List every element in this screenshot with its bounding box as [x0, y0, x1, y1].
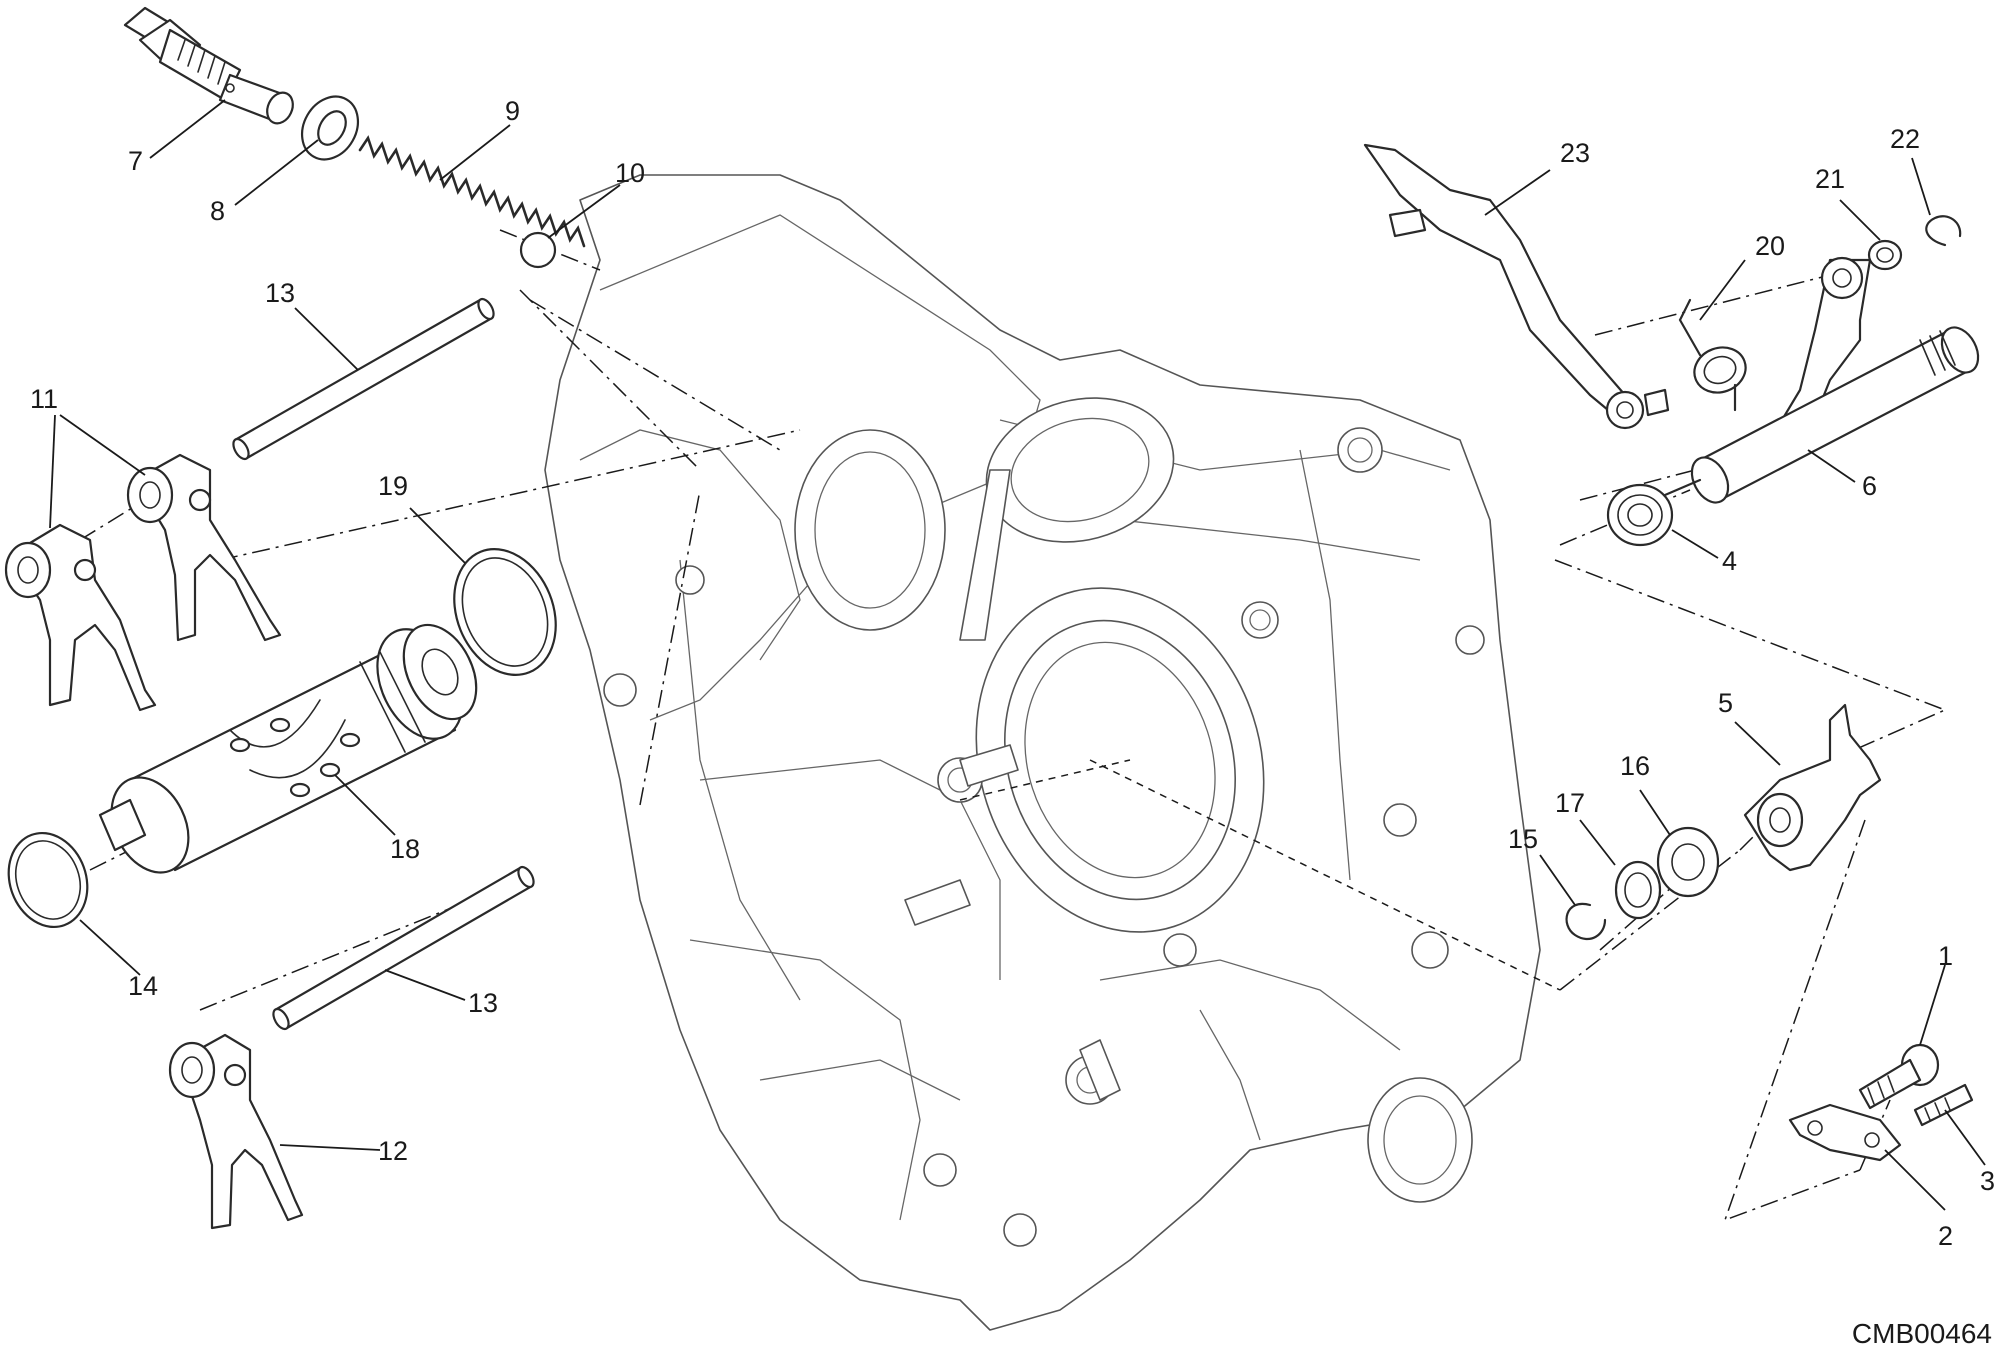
part-1-screw [1858, 1043, 1940, 1110]
callout-2: 2 [1938, 1221, 1953, 1251]
part-2-plate [1788, 1103, 1902, 1162]
callout-16: 16 [1620, 751, 1650, 781]
part-16-bearing [1656, 826, 1720, 898]
part-15-circlip [1565, 902, 1607, 941]
part-6-shift-shaft [1690, 256, 1980, 504]
callout-21: 21 [1815, 164, 1845, 194]
drawing-code: CMB00464 [1851, 1318, 1992, 1349]
leader-lines [49, 99, 1986, 1211]
part-12-fork [168, 1033, 304, 1230]
callout-13-upper: 13 [265, 278, 295, 308]
callout-19: 19 [378, 471, 408, 501]
part-11-fork-right [126, 453, 282, 642]
part-4-return-spring [1606, 478, 1702, 547]
callout-7: 7 [128, 146, 143, 176]
callout-6: 6 [1862, 471, 1877, 501]
part-8-washer [300, 95, 360, 161]
callout-1: 1 [1938, 941, 1953, 971]
part-13-rod-upper [232, 297, 495, 461]
part-19-o-ring [453, 548, 557, 676]
callout-17: 17 [1555, 788, 1585, 818]
part-9-spring [358, 135, 586, 248]
part-11-fork-left [4, 523, 157, 712]
part-3-screw [1913, 1083, 1974, 1127]
callout-5: 5 [1718, 688, 1733, 718]
part-22-circlip [1925, 215, 1962, 247]
callout-14: 14 [128, 971, 158, 1001]
part-18-selector-drum [98, 623, 478, 874]
part-14-o-ring [7, 831, 89, 929]
callout-8: 8 [210, 196, 225, 226]
assembly-lines [79, 229, 1947, 1222]
callout-11: 11 [30, 384, 58, 414]
part-21-washer [1867, 239, 1903, 271]
callout-22: 22 [1890, 124, 1920, 154]
crankcase [544, 174, 1541, 1331]
callout-18: 18 [390, 834, 420, 864]
callout-23: 23 [1560, 138, 1590, 168]
part-5-selector-plate [1743, 703, 1882, 872]
part-13-rod-lower [272, 865, 535, 1031]
callout-12: 12 [378, 1136, 408, 1166]
part-7-detent-bolt [123, 6, 294, 125]
part-10-ball [519, 231, 557, 269]
part-23-shift-lever [1363, 143, 1670, 430]
callout-20: 20 [1755, 231, 1785, 261]
callout-9: 9 [505, 96, 520, 126]
callout-15: 15 [1508, 824, 1538, 854]
callout-3: 3 [1980, 1166, 1995, 1196]
part-17-washer [1614, 860, 1662, 920]
part-20-spring [1678, 298, 1747, 412]
callout-10: 10 [615, 158, 645, 188]
callout-4: 4 [1722, 546, 1737, 576]
callout-labels: 1 2 3 4 5 6 7 8 9 10 11 12 13 13 14 15 1… [30, 96, 1995, 1251]
callout-13-lower: 13 [468, 988, 498, 1018]
